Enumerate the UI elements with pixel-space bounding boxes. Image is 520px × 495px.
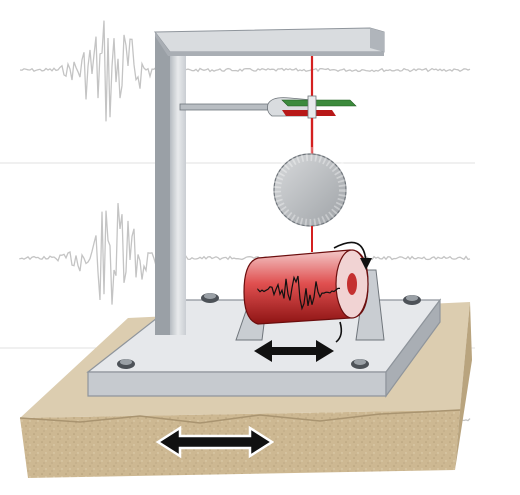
bolt-icon — [117, 359, 135, 369]
bolt-icon — [201, 293, 219, 303]
frame-post-face — [170, 52, 186, 335]
bolt-icon — [403, 295, 421, 305]
frame — [154, 27, 385, 335]
pivot-block — [307, 95, 317, 119]
ground-motion-arrow — [155, 425, 275, 459]
pen-arm-green — [281, 99, 357, 107]
frame-top-arm-underside — [155, 32, 384, 56]
recording-drum — [243, 241, 372, 343]
boom-arm — [179, 95, 357, 119]
seismic-trace — [19, 20, 471, 122]
mass-disc — [273, 153, 347, 227]
base-plate-side — [385, 298, 441, 398]
drum-axle — [347, 273, 357, 295]
drum-rotation-arrow-lower — [335, 321, 343, 343]
drum-rotation-arrowhead — [360, 258, 372, 270]
frame-top-arm-end — [370, 28, 384, 52]
frame-top-arm — [154, 27, 385, 53]
motion-arrow — [254, 340, 334, 362]
base-plate-front — [87, 371, 387, 397]
seismic-trace — [19, 203, 471, 305]
mass-texture — [267, 147, 353, 233]
ground-side — [455, 302, 472, 470]
drum-rotation-arrow — [333, 241, 367, 263]
frame-post-side — [155, 32, 170, 335]
suspended-mass — [267, 118, 353, 233]
boom-rod — [179, 103, 273, 111]
ground-edge — [19, 409, 461, 424]
bolt-icon — [351, 359, 369, 369]
bolts — [117, 293, 421, 369]
drum-seismogram — [257, 275, 340, 311]
